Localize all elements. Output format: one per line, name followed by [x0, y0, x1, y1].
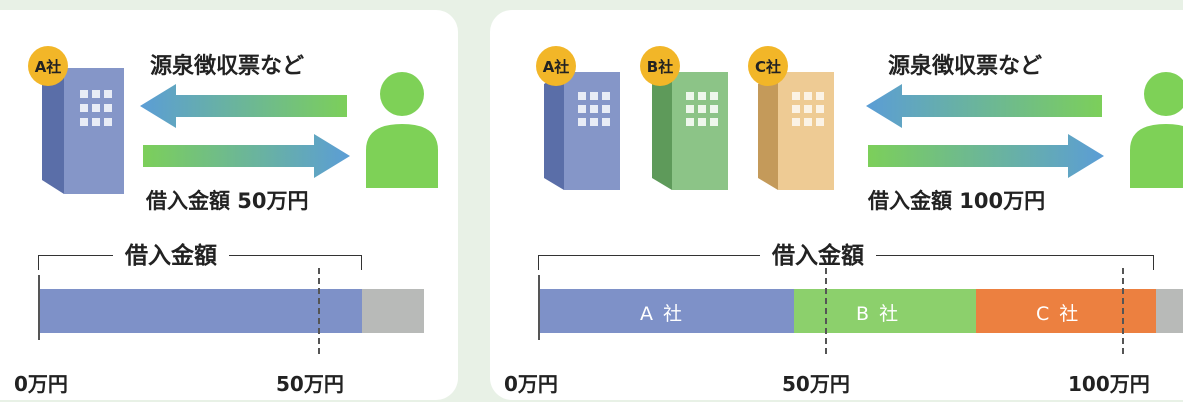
person-icon	[366, 72, 438, 188]
docs-label: 源泉徴収票など	[150, 54, 305, 79]
mark-50-line	[318, 268, 320, 354]
bar-segment-b: B 社	[794, 289, 976, 333]
arrow-left-icon	[866, 84, 1102, 128]
bar-loan	[40, 289, 362, 333]
axis-label-0: 0万円	[14, 372, 68, 396]
axis-label-0: 0万円	[504, 372, 558, 396]
bar-remaining	[362, 289, 424, 333]
start-line	[38, 275, 40, 340]
docs-label: 源泉徴収票など	[888, 54, 1043, 79]
company-badge-c: C社	[748, 46, 788, 86]
loan-amount-label: 借入金額 50万円	[146, 189, 309, 213]
company-badge-a: A社	[28, 46, 68, 86]
segment-label-b: B 社	[856, 303, 901, 325]
right-panel: A社 B社 C社 源泉徴収票など	[490, 10, 1183, 400]
company-badge-a: A社	[536, 46, 576, 86]
axis-label-50: 50万円	[782, 372, 850, 396]
axis-label-50: 50万円	[276, 372, 344, 396]
mark-50-line	[825, 268, 827, 354]
bar-remaining	[1156, 289, 1183, 333]
arrow-right-icon	[868, 134, 1104, 178]
bracket-title: 借入金額	[760, 236, 876, 270]
building-b-icon	[652, 72, 728, 190]
company-badge-b: B社	[640, 46, 680, 86]
bar-segment-c: C 社	[976, 289, 1156, 333]
building-c-icon	[758, 72, 834, 190]
bar-segment-a: A 社	[540, 289, 794, 333]
loan-amount-label: 借入金額 100万円	[868, 189, 1046, 213]
arrow-right-icon	[143, 134, 350, 178]
left-panel: A社 源泉徴収票など 借入金額 50万円 借入金額 0万円 50万円	[0, 10, 458, 400]
person-icon	[1130, 72, 1183, 188]
start-line	[538, 275, 540, 340]
segment-label-c: C 社	[1036, 303, 1081, 325]
mark-100-line	[1122, 268, 1124, 354]
bracket-title: 借入金額	[113, 236, 229, 270]
axis-label-100: 100万円	[1068, 372, 1150, 396]
arrow-left-icon	[140, 84, 347, 128]
segment-label-a: A 社	[640, 303, 685, 325]
building-a-icon	[42, 68, 124, 194]
building-a-icon	[544, 72, 620, 190]
